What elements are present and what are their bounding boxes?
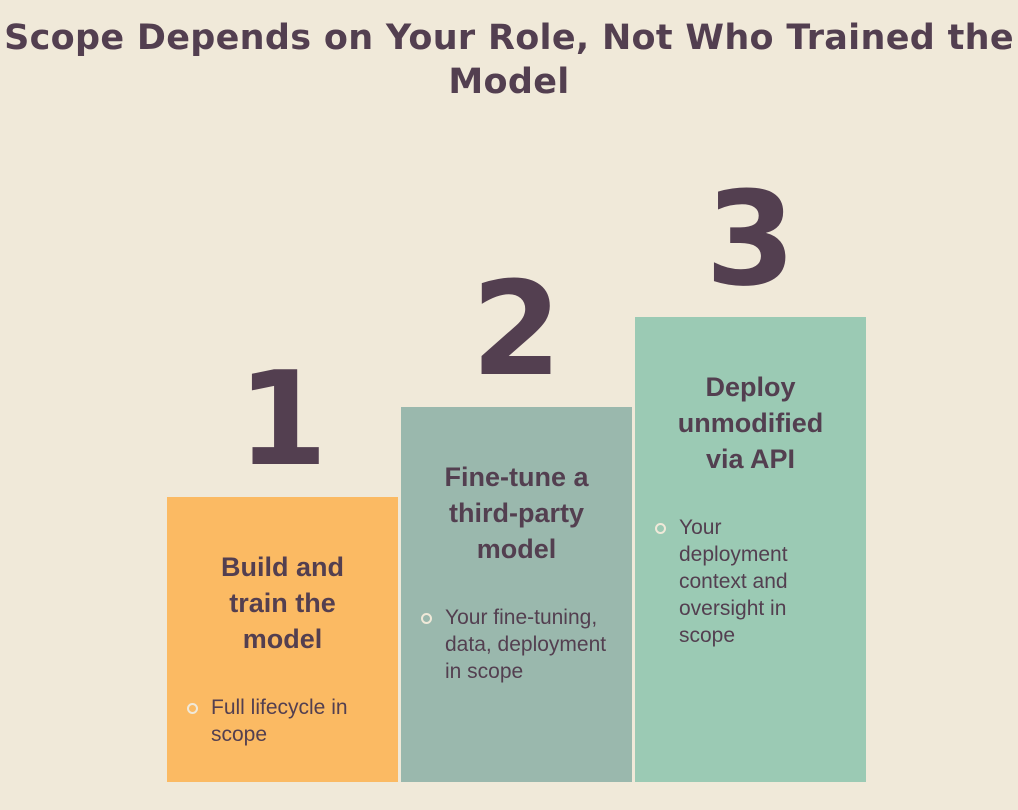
bullet-icon <box>187 703 198 714</box>
step-3-number: 3 <box>705 163 796 315</box>
step-2-number: 2 <box>471 253 562 405</box>
bullet-icon <box>655 523 666 534</box>
step-3-box: Deploy unmodified via API Your deploymen… <box>635 317 866 782</box>
step-3-heading: Deploy unmodified via API <box>677 372 824 474</box>
step-2-heading: Fine-tune a third-party model <box>444 462 589 564</box>
step-2-bullet: Your fine-tuning, data, deployment in sc… <box>421 604 621 685</box>
step-1-number: 1 <box>237 343 328 495</box>
step-3-bullet-text: Your deployment context and oversight in… <box>679 516 788 647</box>
step-2-box: Fine-tune a third-party model Your fine-… <box>401 407 632 782</box>
step-1-bullet-text: Full lifecycle in scope <box>211 696 348 746</box>
bullet-icon <box>421 613 432 624</box>
step-3-bullet: Your deployment context and oversight in… <box>655 514 825 649</box>
diagram-title: Scope Depends on Your Role, Not Who Trai… <box>4 18 1014 102</box>
step-1-box: Build and train the model Full lifecycle… <box>167 497 398 782</box>
step-2-bullet-text: Your fine-tuning, data, deployment in sc… <box>445 606 607 683</box>
step-1-bullet: Full lifecycle in scope <box>187 694 387 748</box>
step-1-heading: Build and train the model <box>221 552 344 654</box>
